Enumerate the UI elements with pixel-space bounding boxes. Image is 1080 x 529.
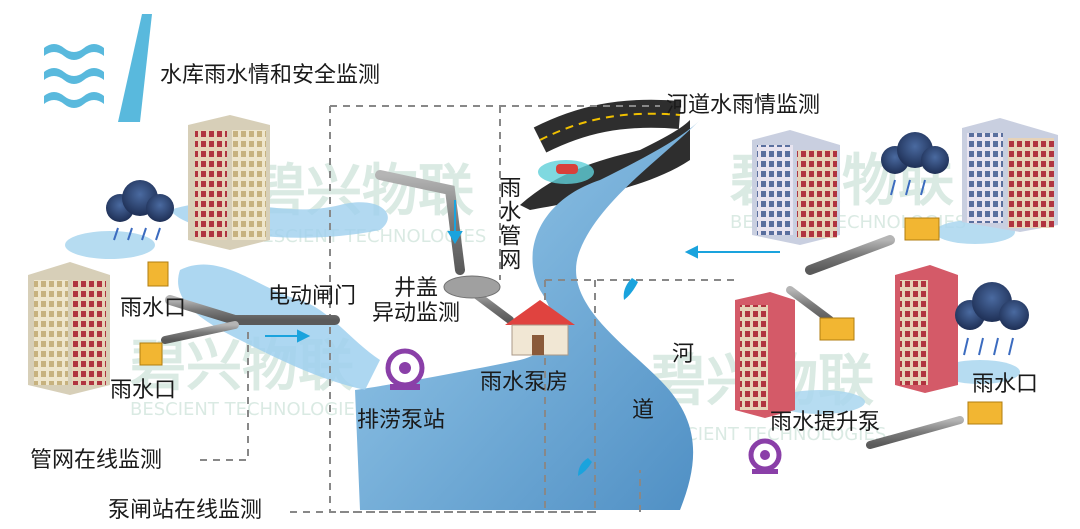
drainage-pump-station-label: 排涝泵站 — [357, 408, 446, 433]
pipe-network-label: 雨水管网 — [495, 176, 521, 272]
pump-icon — [385, 348, 425, 390]
building — [28, 262, 110, 395]
rain-inlet-label: 雨水口 — [120, 296, 187, 321]
monitoring-boundaries — [200, 105, 740, 513]
manhole-cover — [443, 275, 501, 299]
reservoir-monitoring-label: 水库雨水情和安全监测 — [160, 63, 381, 88]
pump-icon — [748, 438, 782, 474]
rain-cloud-icon — [955, 282, 1029, 356]
rain-inlet-icon — [139, 217, 1003, 425]
flow-arrows — [265, 200, 780, 343]
pump-gate-monitoring-label: 泵闸站在线监测 — [108, 498, 263, 523]
pipe-network-monitoring-label: 管网在线监测 — [30, 448, 163, 473]
outfall-jets — [578, 278, 638, 476]
svg-text:BESCIENT TECHNOLOGIES: BESCIENT TECHNOLOGIES — [130, 399, 366, 420]
building — [188, 115, 270, 250]
svg-text:BESCIENT TECHNOLOGIES: BESCIENT TECHNOLOGIES — [650, 424, 886, 445]
building — [895, 265, 958, 393]
pipes — [161, 170, 964, 465]
electric-gate-label: 电动闸门 — [268, 284, 357, 309]
building — [962, 118, 1058, 232]
river-monitoring-label: 河道水雨情监测 — [666, 93, 821, 118]
lift-pump-label: 雨水提升泵 — [770, 410, 881, 435]
river-label: 道 — [632, 398, 655, 423]
building — [752, 130, 840, 245]
pump-house-icon — [505, 300, 575, 356]
building — [735, 292, 795, 418]
puddles — [65, 220, 1020, 414]
river-label: 河 — [672, 342, 695, 367]
reservoir-icon — [44, 14, 152, 122]
pump-house-label: 雨水泵房 — [480, 370, 569, 395]
rain-cloud-icon — [881, 132, 949, 196]
rain-cloud-icon — [106, 180, 174, 241]
rain-inlet-label: 雨水口 — [110, 378, 177, 403]
manhole-monitoring-label: 井盖 异动监测 — [372, 276, 461, 327]
road — [520, 99, 690, 210]
rain-inlet-label: 雨水口 — [972, 372, 1039, 397]
